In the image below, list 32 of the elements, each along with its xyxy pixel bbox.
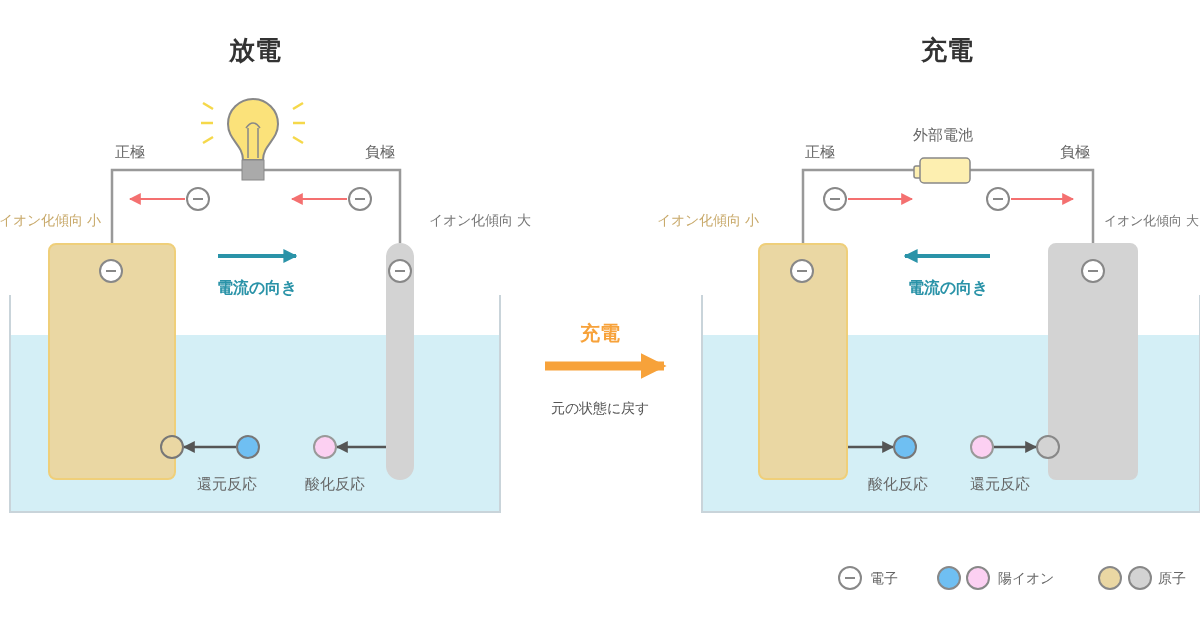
reaction-label: 酸化反応 bbox=[305, 476, 365, 492]
electrode-label: 負極 bbox=[365, 144, 395, 160]
arrow-caption: 元の状態に戻す bbox=[551, 401, 649, 415]
electrode-plate bbox=[1048, 243, 1138, 480]
ionization-label: イオン化傾向 大 bbox=[429, 213, 532, 227]
battery-label: 外部電池 bbox=[913, 127, 973, 143]
ionization-label: イオン化傾向 小 bbox=[0, 213, 102, 227]
current-label: 電流の向き bbox=[217, 280, 297, 296]
ionization-label: イオン化傾向 大 bbox=[1103, 213, 1199, 227]
ionization-label: イオン化傾向 小 bbox=[657, 213, 760, 227]
electrode-plate bbox=[48, 243, 176, 480]
electrode-rod bbox=[386, 243, 414, 480]
electrode-plate bbox=[758, 243, 848, 480]
legend-label: 陽イオン bbox=[998, 571, 1054, 585]
reaction-label: 酸化反応 bbox=[868, 476, 928, 492]
legend-label: 原子 bbox=[1158, 571, 1186, 585]
arrow bbox=[182, 441, 236, 453]
wire bbox=[110, 168, 402, 243]
electrode-label: 負極 bbox=[1060, 144, 1090, 160]
electrode-label: 正極 bbox=[115, 144, 145, 160]
legend-label: 電子 bbox=[870, 571, 898, 585]
current-label: 電流の向き bbox=[908, 280, 988, 296]
electrode-label: 正極 bbox=[805, 144, 835, 160]
arrow bbox=[994, 441, 1038, 453]
arrow bbox=[335, 441, 386, 453]
arrow-label: 充電 bbox=[580, 323, 620, 343]
heading: 充電 bbox=[921, 37, 973, 63]
reaction-label: 還元反応 bbox=[970, 476, 1030, 492]
arrow bbox=[848, 441, 895, 453]
heading: 放電 bbox=[229, 37, 281, 63]
reaction-label: 還元反応 bbox=[197, 476, 257, 492]
wire bbox=[801, 168, 1095, 243]
